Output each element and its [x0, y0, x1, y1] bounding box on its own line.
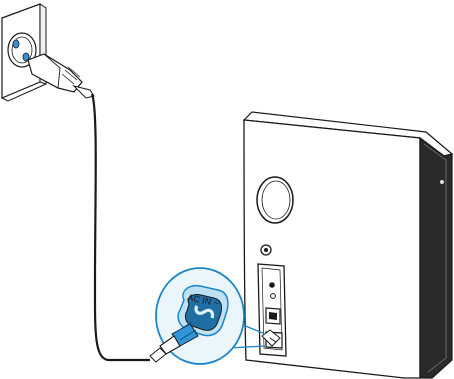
power-cord [90, 93, 150, 362]
power-plug-icon [27, 53, 95, 99]
speaker-unit-icon [242, 111, 454, 379]
cord-connector [149, 321, 199, 363]
ac-inlet-icon [177, 284, 229, 337]
wall-outlet-icon [1, 3, 47, 102]
